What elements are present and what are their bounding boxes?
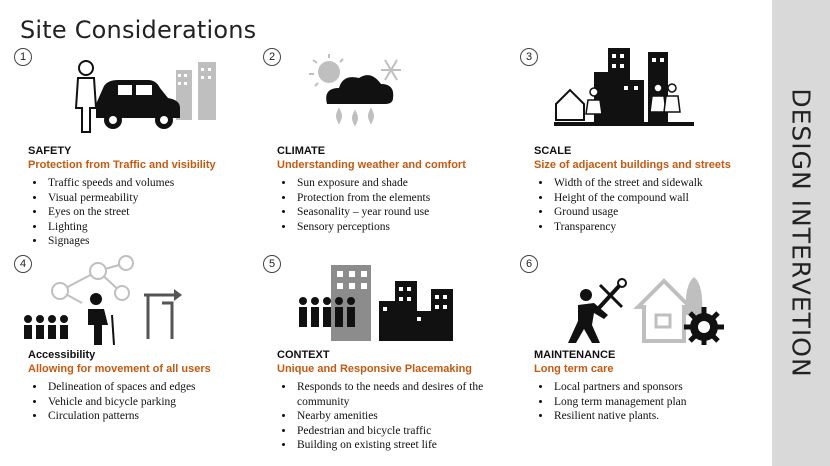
list-item: Resilient native plants. [552, 409, 782, 424]
list-item: Height of the compound wall [552, 191, 782, 206]
bullet-list: Traffic speeds and volumes Visual permea… [28, 176, 276, 249]
card-subheading: Understanding weather and comfort [277, 159, 466, 171]
list-item: Traffic speeds and volumes [46, 176, 276, 191]
maintenance-icon [568, 277, 724, 345]
card-heading: Accessibility [28, 349, 96, 361]
list-item: Sensory perceptions [295, 220, 525, 235]
context-icon [299, 265, 453, 341]
list-item: Protection from the elements [295, 191, 525, 206]
list-item: Visual permeability [46, 191, 276, 206]
city-scale-icon [554, 48, 694, 126]
step-number: 3 [520, 48, 538, 66]
card-climate: 2 CLIMATE Understanding weather and comf… [263, 48, 517, 248]
list-item: Lighting [46, 220, 276, 235]
card-heading: CONTEXT [277, 349, 330, 361]
card-heading: SAFETY [28, 145, 72, 157]
list-item: Pedestrian and bicycle traffic [295, 424, 525, 439]
bullet-list: Local partners and sponsors Long term ma… [534, 380, 782, 424]
card-subheading: Protection from Traffic and visibility [28, 159, 216, 171]
card-subheading: Size of adjacent buildings and streets [534, 159, 731, 171]
sidebar-label: DESIGN INTERVETION [786, 88, 816, 378]
list-item: Sun exposure and shade [295, 176, 525, 191]
step-number: 2 [263, 48, 281, 66]
bullet-list: Sun exposure and shade Protection from t… [277, 176, 525, 234]
step-number: 1 [14, 48, 32, 66]
step-number: 4 [14, 255, 32, 273]
card-heading: CLIMATE [277, 145, 326, 157]
safety-icon [74, 60, 216, 133]
card-maintenance: 6 MAINTENANCE Long term care Local partn… [520, 255, 774, 430]
list-item: Circulation patterns [46, 409, 276, 424]
list-item: Local partners and sponsors [552, 380, 782, 395]
bullet-list: Width of the street and sidewalk Height … [534, 176, 782, 234]
step-number: 6 [520, 255, 538, 273]
list-item: Eyes on the street [46, 205, 276, 220]
list-item: Transparency [552, 220, 782, 235]
bullet-list: Delineation of spaces and edges Vehicle … [28, 380, 276, 424]
sidebar-panel [772, 0, 830, 466]
bullet-list: Responds to the needs and desires of the… [277, 380, 525, 453]
card-subheading: Allowing for movement of all users [28, 363, 211, 375]
card-subheading: Unique and Responsive Placemaking [277, 363, 473, 375]
card-context: 5 CONTEXT Unique and Responsive Placemak… [263, 255, 517, 460]
list-item: Responds to the needs and desires of the… [295, 380, 525, 409]
accessibility-icon [24, 255, 182, 345]
list-item: Width of the street and sidewalk [552, 176, 782, 191]
card-heading: MAINTENANCE [534, 349, 616, 361]
step-number: 5 [263, 255, 281, 273]
page-title: Site Considerations [20, 16, 257, 44]
list-item: Delineation of spaces and edges [46, 380, 276, 395]
card-accessibility: 4 Accessibility Allowing for movement of… [14, 255, 268, 430]
list-item: Seasonality – year round use [295, 205, 525, 220]
list-item: Signages [46, 234, 276, 249]
weather-icon [309, 54, 401, 127]
card-heading: SCALE [534, 145, 572, 157]
list-item: Vehicle and bicycle parking [46, 395, 276, 410]
card-subheading: Long term care [534, 363, 614, 375]
list-item: Building on existing street life [295, 438, 525, 453]
list-item: Nearby amenities [295, 409, 525, 424]
list-item: Long term management plan [552, 395, 782, 410]
card-scale: 3 SCALE Size of adjacent buildings and s… [520, 48, 774, 248]
card-safety: 1 SAFETY Protection from Traffic and vis… [14, 48, 268, 248]
list-item: Ground usage [552, 205, 782, 220]
